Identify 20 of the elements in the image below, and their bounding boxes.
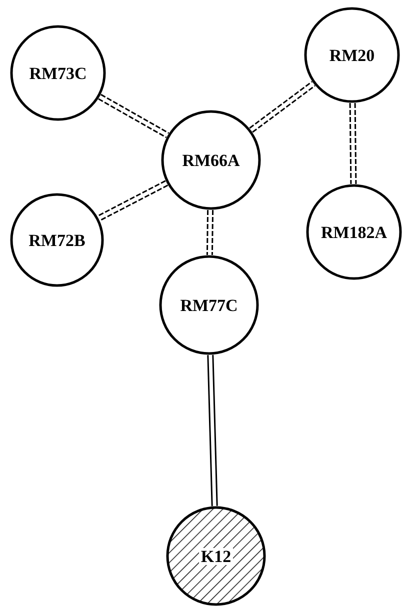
circle-node — [304, 7, 400, 103]
circle-node — [161, 110, 261, 210]
double-line-connector — [249, 81, 316, 133]
node-label: RM77C — [179, 296, 239, 314]
node-label: RM20 — [328, 46, 376, 64]
double-line-connector — [206, 210, 214, 256]
node-label: RM72B — [28, 232, 86, 248]
node-label: RM73C — [28, 64, 88, 82]
hatched-circle-node — [166, 506, 266, 606]
double-line-connector — [97, 180, 168, 222]
double-line-connector — [349, 102, 357, 184]
node-label: K12 — [198, 548, 234, 564]
node-label: RM66A — [181, 152, 241, 168]
node-label: RM182A — [320, 224, 388, 240]
circle-node — [10, 193, 104, 287]
circle-node — [159, 255, 259, 355]
double-line-connector — [207, 354, 218, 506]
double-line-connector — [98, 94, 170, 138]
circle-node — [10, 25, 106, 121]
circle-node — [306, 184, 402, 280]
